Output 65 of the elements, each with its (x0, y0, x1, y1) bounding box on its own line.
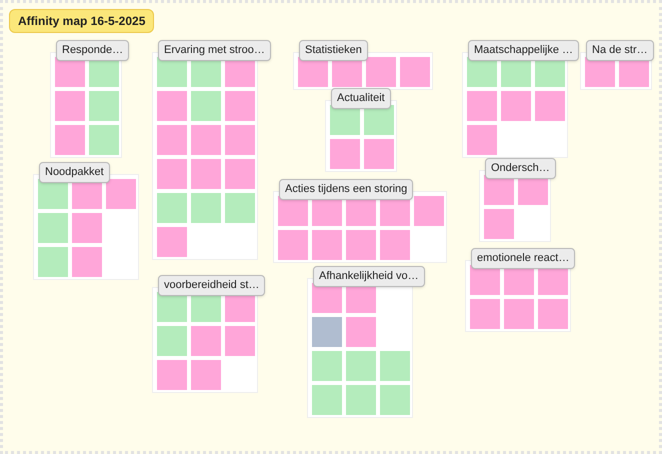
cluster-heading: Na de str… (586, 40, 654, 60)
sticky-note (157, 326, 187, 356)
sticky-note (380, 351, 410, 381)
sticky-note (346, 317, 376, 347)
sticky-note (157, 360, 187, 390)
sticky-note (191, 159, 221, 189)
sticky-note (346, 351, 376, 381)
sticky-note (400, 57, 430, 87)
sticky-note (38, 213, 68, 243)
sticky-note (312, 351, 342, 381)
sticky-note (278, 230, 308, 260)
cluster-heading: Ervaring met stroo… (158, 40, 271, 60)
sticky-note (380, 230, 410, 260)
sticky-note (346, 385, 376, 415)
sticky-note (89, 125, 119, 155)
sticky-note (225, 91, 255, 121)
sticky-note (225, 159, 255, 189)
sticky-note (535, 91, 565, 121)
cluster-heading: Maatschappelijke … (468, 40, 580, 60)
sticky-note (330, 139, 360, 169)
sticky-note (225, 326, 255, 356)
sticky-note (364, 139, 394, 169)
sticky-note (501, 91, 531, 121)
sticky-note (157, 125, 187, 155)
sticky-note (346, 230, 376, 260)
sticky-note (106, 179, 136, 209)
cluster-heading: Afhankelijkheid vo… (313, 266, 425, 286)
sticky-note (225, 125, 255, 155)
sticky-note (225, 193, 255, 223)
sticky-note (157, 159, 187, 189)
cluster-heading: Responde… (56, 40, 130, 60)
sticky-note (366, 57, 396, 87)
sticky-note (55, 125, 85, 155)
title-label: Affinity map 16-5-2025 (9, 9, 154, 33)
cluster-heading: Statistieken (299, 40, 368, 60)
sticky-note (467, 91, 497, 121)
sticky-note (191, 125, 221, 155)
sticky-note (414, 196, 444, 226)
sticky-note (157, 91, 187, 121)
sticky-note (484, 209, 514, 239)
sticky-note (470, 299, 500, 329)
sticky-note (191, 91, 221, 121)
sticky-note (538, 299, 568, 329)
sticky-note (191, 360, 221, 390)
sticky-note (380, 385, 410, 415)
cluster-heading: Acties tijdens een storing (279, 179, 414, 200)
cluster-heading: voorbereidheid st… (158, 275, 266, 296)
sticky-note (312, 317, 342, 347)
sticky-note (191, 193, 221, 223)
sticky-note (72, 213, 102, 243)
cluster-heading: Actualiteit (331, 88, 391, 108)
sticky-note (312, 230, 342, 260)
cluster-heading: Ondersch… (485, 158, 556, 178)
sticky-note (157, 227, 187, 257)
sticky-note (72, 247, 102, 277)
sticky-note (157, 193, 187, 223)
sticky-note (191, 326, 221, 356)
sticky-note (312, 385, 342, 415)
sticky-note (467, 125, 497, 155)
cluster-heading: Noodpakket (39, 162, 110, 182)
sticky-note (89, 91, 119, 121)
sticky-note (504, 299, 534, 329)
sticky-note (38, 247, 68, 277)
sticky-note (55, 91, 85, 121)
cluster-heading: emotionele react… (471, 248, 576, 268)
